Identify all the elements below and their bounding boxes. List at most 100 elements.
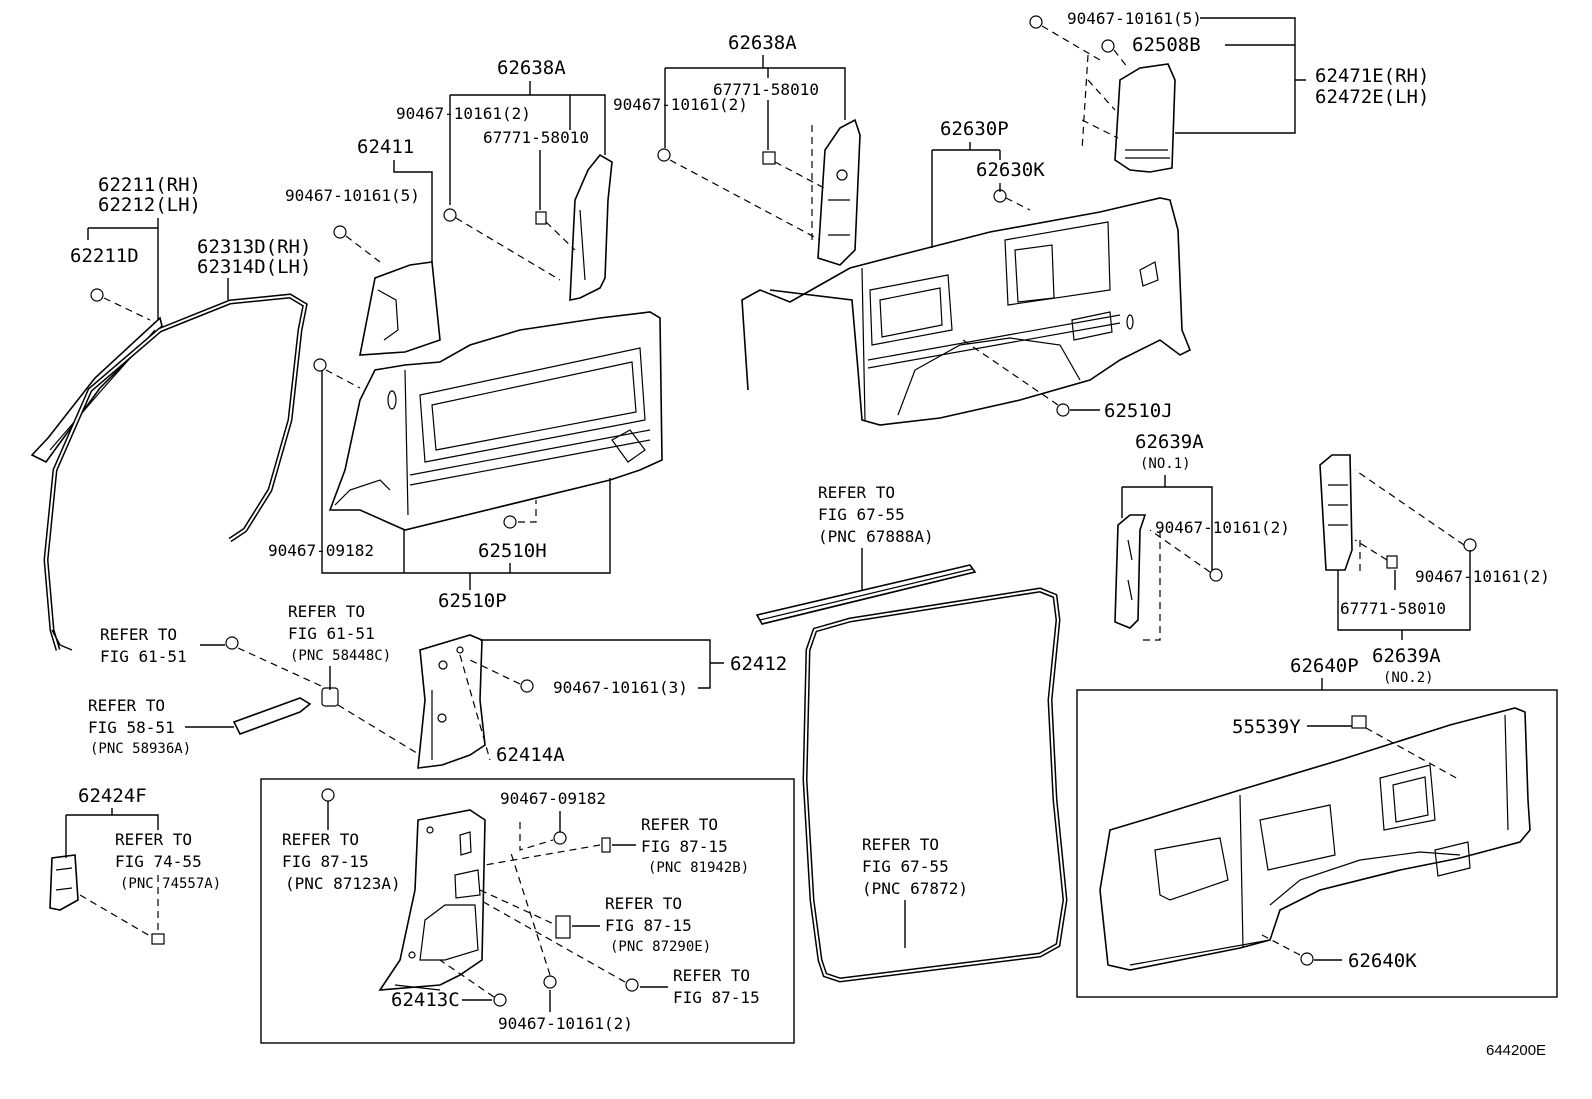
label-90467-10161-2-d: 90467-10161(2) [1415, 567, 1550, 586]
label-fig-87-15-c: FIG 87-15 [605, 916, 692, 935]
quarter-lower-trim-62412 [417, 634, 486, 769]
strap-bracket-part [232, 697, 312, 735]
label-55539Y: 55539Y [1232, 716, 1301, 738]
clip-icon [321, 687, 339, 707]
clip-icon [601, 837, 611, 853]
label-62472E: 62472E(LH) [1315, 86, 1429, 108]
label-refer-to-87290E: REFER TO [605, 894, 682, 913]
clip-icon [151, 933, 165, 945]
label-62411: 62411 [357, 136, 414, 158]
b-pillar-trim-right-part [817, 118, 861, 266]
label-fig-61-51-a: FIG 61-51 [100, 647, 187, 666]
clip-icon [1209, 568, 1223, 582]
label-67771-58010-b: 67771-58010 [713, 80, 819, 99]
label-no2: (NO.2) [1383, 670, 1434, 686]
label-refer-to-81942B: REFER TO [641, 815, 718, 834]
a-pillar-garnish-part [30, 316, 163, 464]
label-refer-to-67872: REFER TO [862, 835, 939, 854]
door-belt-moulding-part [755, 564, 977, 625]
a-pillar-weatherstrip-part [43, 293, 308, 651]
inset-box-62414A [260, 778, 795, 1044]
label-fig-87-15-b: FIG 87-15 [641, 837, 728, 856]
clip-icon [443, 208, 457, 222]
label-62313D: 62313D(RH) [197, 236, 311, 258]
label-90467-10161-2-e: 90467-10161(2) [498, 1014, 633, 1033]
clip-icon [657, 148, 671, 162]
clip-icon [313, 358, 327, 372]
label-62412: 62412 [730, 653, 787, 675]
quarter-trim-panel-62510P [328, 311, 663, 531]
clip-icon [535, 211, 547, 225]
label-90467-10161-2-a: 90467-10161(2) [396, 104, 531, 123]
label-fig-61-51-b: FIG 61-51 [288, 624, 375, 643]
label-62510J: 62510J [1104, 400, 1173, 422]
label-refer-to-74-55: REFER TO [115, 830, 192, 849]
label-62508B: 62508B [1132, 34, 1201, 56]
label-pnc-67872: (PNC 67872) [862, 879, 968, 898]
clip-icon [1386, 555, 1398, 569]
clip-icon [1029, 15, 1043, 29]
clip-icon [503, 515, 517, 529]
bracket-62424F-part [49, 854, 79, 911]
label-no1: (NO.1) [1140, 456, 1191, 472]
label-62211: 62211(RH) [98, 174, 201, 196]
label-pnc-81942B: (PNC 81942B) [648, 860, 749, 876]
label-pnc-74557A: (PNC 74557A) [120, 876, 221, 892]
clip-icon [321, 788, 335, 802]
label-62424F: 62424F [78, 785, 147, 807]
lower-quarter-trim-62414A [378, 809, 486, 991]
label-90467-10161-5-left: 90467-10161(5) [285, 186, 420, 205]
label-90467-09182-left: 90467-09182 [268, 541, 374, 560]
label-62211D: 62211D [70, 245, 139, 267]
label-62212: 62212(LH) [98, 194, 201, 216]
label-62638A-left: 62638A [497, 57, 566, 79]
label-fig-58-51: FIG 58-51 [88, 718, 175, 737]
clip-icon [1300, 952, 1314, 966]
c-pillar-lower-trim-no2-part [1319, 454, 1353, 571]
label-90467-10161-2-b: 90467-10161(2) [613, 95, 748, 114]
label-refer-to-67888A: REFER TO [818, 483, 895, 502]
label-90467-10161-5-right: 90467-10161(5) [1067, 9, 1202, 28]
rear-quarter-trim-62630P [741, 197, 1192, 426]
clip-icon [555, 915, 571, 939]
clip-icon [520, 679, 534, 693]
label-pnc-87123A: (PNC 87123A) [285, 874, 401, 893]
label-62639A-no2: 62639A [1372, 645, 1441, 667]
label-refer-to-87-15-d: REFER TO [673, 966, 750, 985]
label-90467-09182-inset: 90467-09182 [500, 789, 606, 808]
label-62510P: 62510P [438, 590, 507, 612]
clip-icon [762, 151, 776, 165]
c-pillar-lower-trim-no1-part [1114, 514, 1147, 629]
clip-icon [1351, 715, 1367, 729]
label-62630K: 62630K [976, 159, 1045, 181]
label-90467-10161-3: 90467-10161(3) [553, 678, 688, 697]
label-62640P: 62640P [1290, 655, 1359, 677]
d-pillar-trim-part [1114, 63, 1176, 173]
label-fig-87-15-a: FIG 87-15 [282, 852, 369, 871]
clip-icon [1463, 538, 1477, 552]
label-62638A-mid: 62638A [728, 32, 797, 54]
label-90467-10161-2-c: 90467-10161(2) [1155, 518, 1290, 537]
clip-icon [493, 993, 507, 1007]
label-62414A: 62414A [496, 744, 565, 766]
quarter-trim-upper-part [359, 261, 441, 356]
clip-icon [1056, 403, 1070, 417]
clip-icon [1101, 39, 1115, 53]
label-refer-to-58-51: REFER TO [88, 696, 165, 715]
label-67771-58010-c: 67771-58010 [1340, 599, 1446, 618]
label-fig-67-55-b: FIG 67-55 [862, 857, 949, 876]
inset-box-62640P [1076, 689, 1558, 998]
label-62639A-no1: 62639A [1135, 431, 1204, 453]
label-pnc-67888A: (PNC 67888A) [818, 527, 934, 546]
label-62630P: 62630P [940, 118, 1009, 140]
clip-icon [333, 225, 347, 239]
b-pillar-trim-left-part [569, 153, 613, 301]
label-fig-87-15-d: FIG 87-15 [673, 988, 760, 1007]
label-refer-to-87123A: REFER TO [282, 830, 359, 849]
label-67771-58010-a: 67771-58010 [483, 128, 589, 147]
label-62471E: 62471E(RH) [1315, 65, 1429, 87]
clip-icon [625, 978, 639, 992]
label-fig-67-55-a: FIG 67-55 [818, 505, 905, 524]
label-pnc-58936A: (PNC 58936A) [90, 741, 191, 757]
